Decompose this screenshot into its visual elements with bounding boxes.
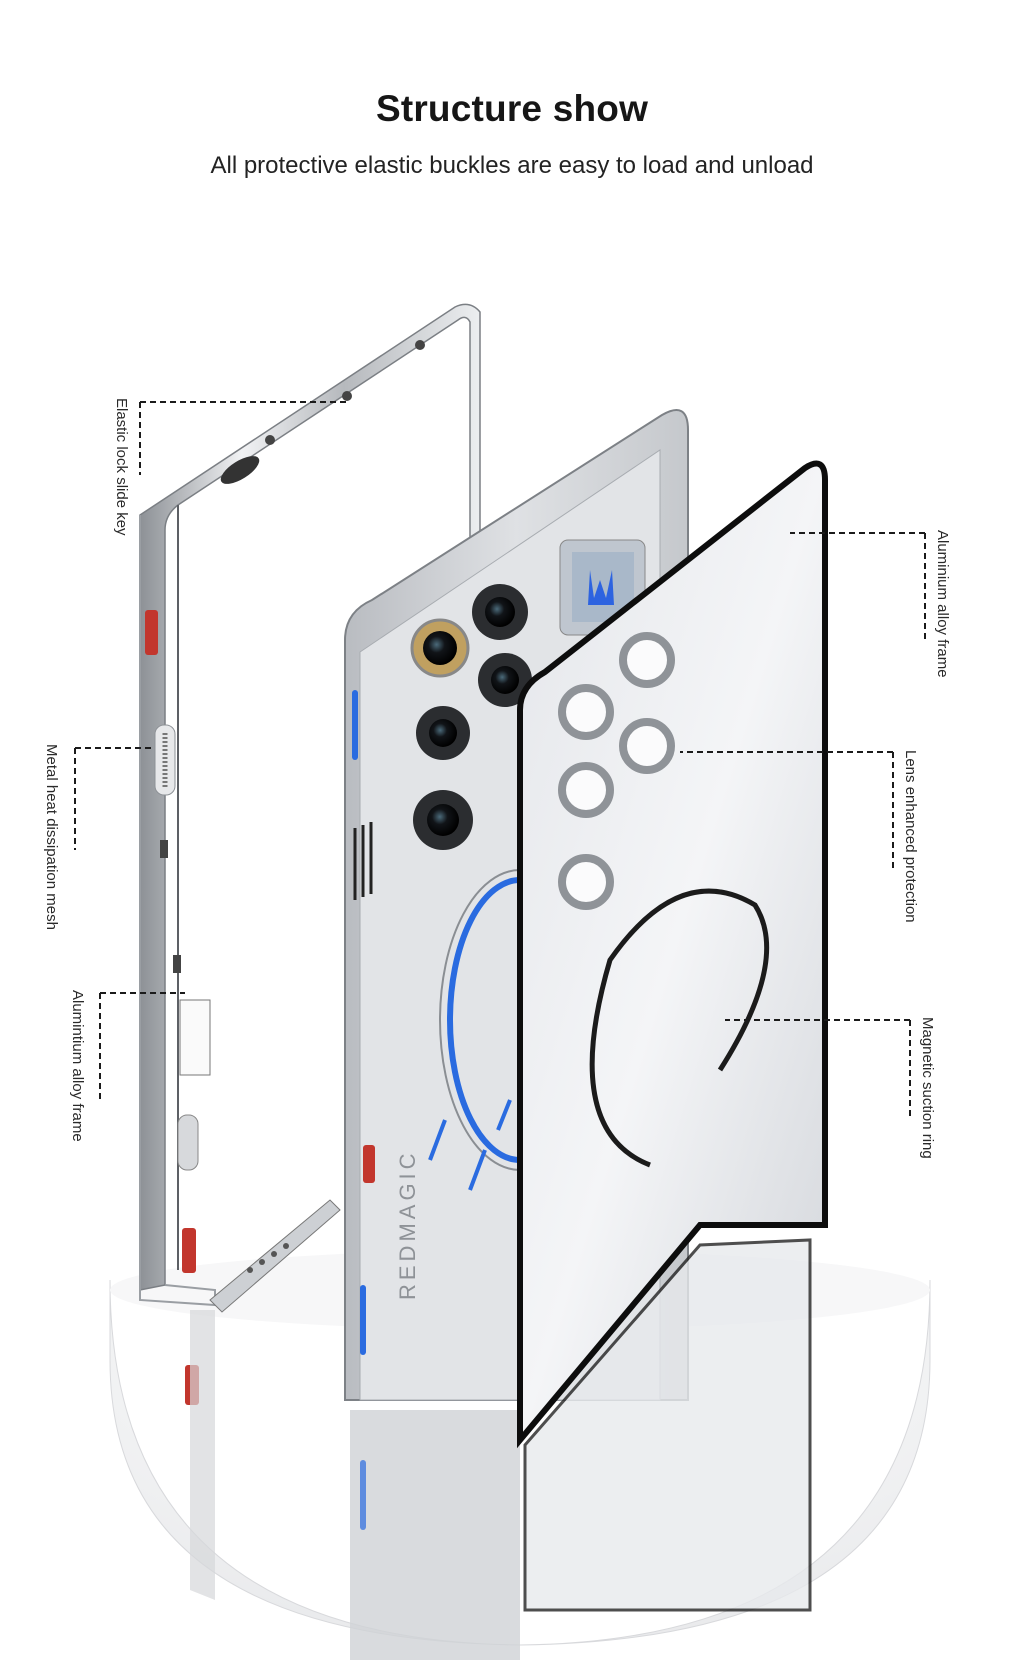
bumper-frame — [139, 303, 481, 1600]
callout-alloy-frame-right: Aluminium alloy frame — [934, 530, 951, 678]
page-title: Structure show — [375, 88, 649, 129]
callout-leaders — [74, 401, 926, 1120]
callout-magnetic-suction-ring: Magnetic suction ring — [919, 1017, 936, 1159]
callout-elastic-lock-slide-key: Elastic lock slide key — [113, 398, 130, 536]
pedestal — [109, 1279, 931, 1646]
callout-alloy-frame-left: Alumintium alloy frame — [69, 990, 86, 1142]
callout-metal-heat-dissipation-mesh: Metal heat dissipation mesh — [43, 744, 60, 930]
back-plate — [517, 460, 828, 1612]
callout-lens-enhanced-protection: Lens enhanced protection — [902, 750, 919, 923]
phone-brand-text: REDMAGIC — [395, 1149, 420, 1300]
page-subtitle: All protective elastic buckles are easy … — [210, 152, 814, 179]
